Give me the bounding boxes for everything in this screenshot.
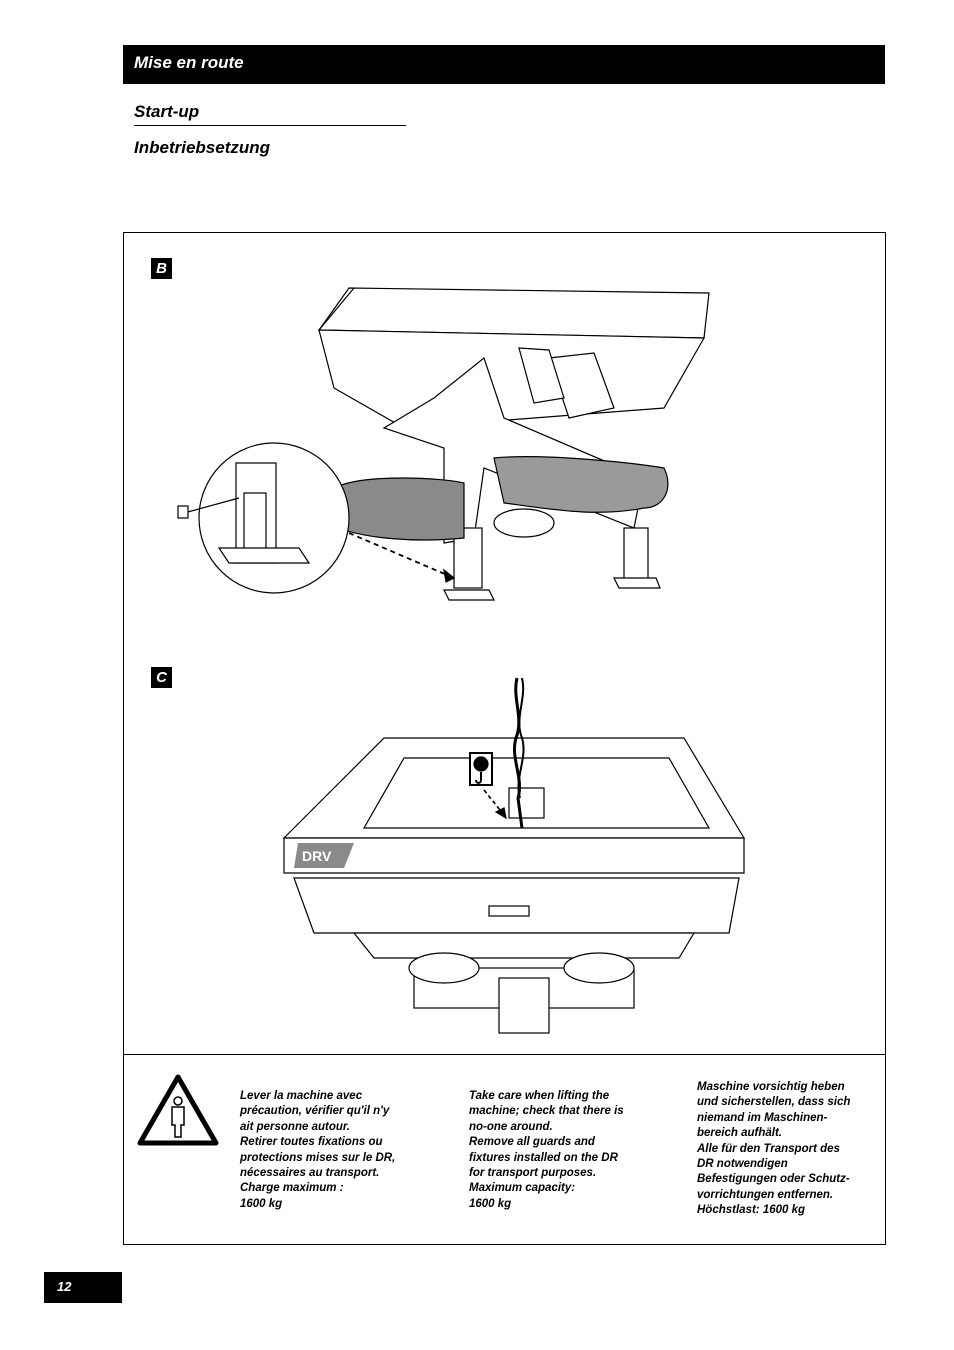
warning-person-icon bbox=[137, 1074, 219, 1146]
figure-frame: B C bbox=[123, 232, 886, 1245]
text-line: 1600 kg bbox=[240, 1197, 283, 1210]
text-line: Maximum capacity: bbox=[469, 1182, 576, 1195]
warning-text-english: Take care when lifting the machine; chec… bbox=[469, 1089, 669, 1212]
text-line: Retirer toutes fixations ou bbox=[240, 1136, 383, 1149]
text-line: Take care when lifting the bbox=[469, 1090, 610, 1102]
text-line: bereich aufhält. bbox=[697, 1127, 782, 1140]
text-line: fixtures installed on the DR bbox=[469, 1151, 618, 1164]
text-line: no-one around. bbox=[469, 1120, 553, 1133]
text-line: for transport purposes. bbox=[469, 1167, 597, 1180]
spreader-lifting-illustration: DRV bbox=[282, 677, 746, 1034]
text-line: DR notwendigen bbox=[697, 1158, 788, 1171]
text-line: précaution, vérifier qu'il n'y bbox=[240, 1105, 390, 1118]
text-line: machine; check that there is bbox=[469, 1105, 624, 1118]
figure-c-label: C bbox=[151, 667, 172, 688]
text-line: und sicherstellen, dass sich bbox=[697, 1096, 851, 1109]
text-line: Lever la machine avec bbox=[240, 1090, 363, 1102]
drv-logo: DRV bbox=[294, 843, 354, 868]
text-line: niemand im Maschinen- bbox=[697, 1111, 828, 1124]
figure-divider bbox=[124, 1054, 885, 1055]
text-line: nécessaires au transport. bbox=[240, 1167, 380, 1180]
spreader-stand-illustration bbox=[177, 287, 710, 601]
text-line: vorrichtungen entfernen. bbox=[697, 1188, 834, 1201]
page-number-box: 12 bbox=[44, 1272, 122, 1303]
section-header-bar: Mise en route bbox=[123, 45, 885, 84]
text-line: Alle für den Transport des bbox=[697, 1142, 840, 1155]
text-line: Maschine vorsichtig heben bbox=[697, 1081, 845, 1093]
text-line: Charge maximum : bbox=[240, 1182, 344, 1195]
text-line: protections mises sur le DR, bbox=[240, 1151, 396, 1164]
text-line: ait personne autour. bbox=[240, 1120, 350, 1133]
logo-text: DRV bbox=[302, 848, 332, 864]
warning-text-german: Maschine vorsichtig heben und sicherstel… bbox=[697, 1080, 897, 1219]
section-title: Mise en route bbox=[134, 53, 244, 72]
text-line: 1600 kg bbox=[469, 1197, 512, 1210]
figure-b-label: B bbox=[151, 258, 172, 279]
text-line: Remove all guards and bbox=[469, 1136, 595, 1149]
page-number: 12 bbox=[57, 1279, 72, 1294]
subtitle-german: Inbetriebsetzung bbox=[134, 138, 271, 157]
warning-text-french: Lever la machine avec précaution, vérifi… bbox=[240, 1089, 440, 1212]
text-line: Höchstlast: 1600 kg bbox=[697, 1204, 806, 1217]
text-line: Befestigungen oder Schutz- bbox=[697, 1173, 850, 1186]
subtitle-english: Start-up bbox=[134, 102, 406, 126]
